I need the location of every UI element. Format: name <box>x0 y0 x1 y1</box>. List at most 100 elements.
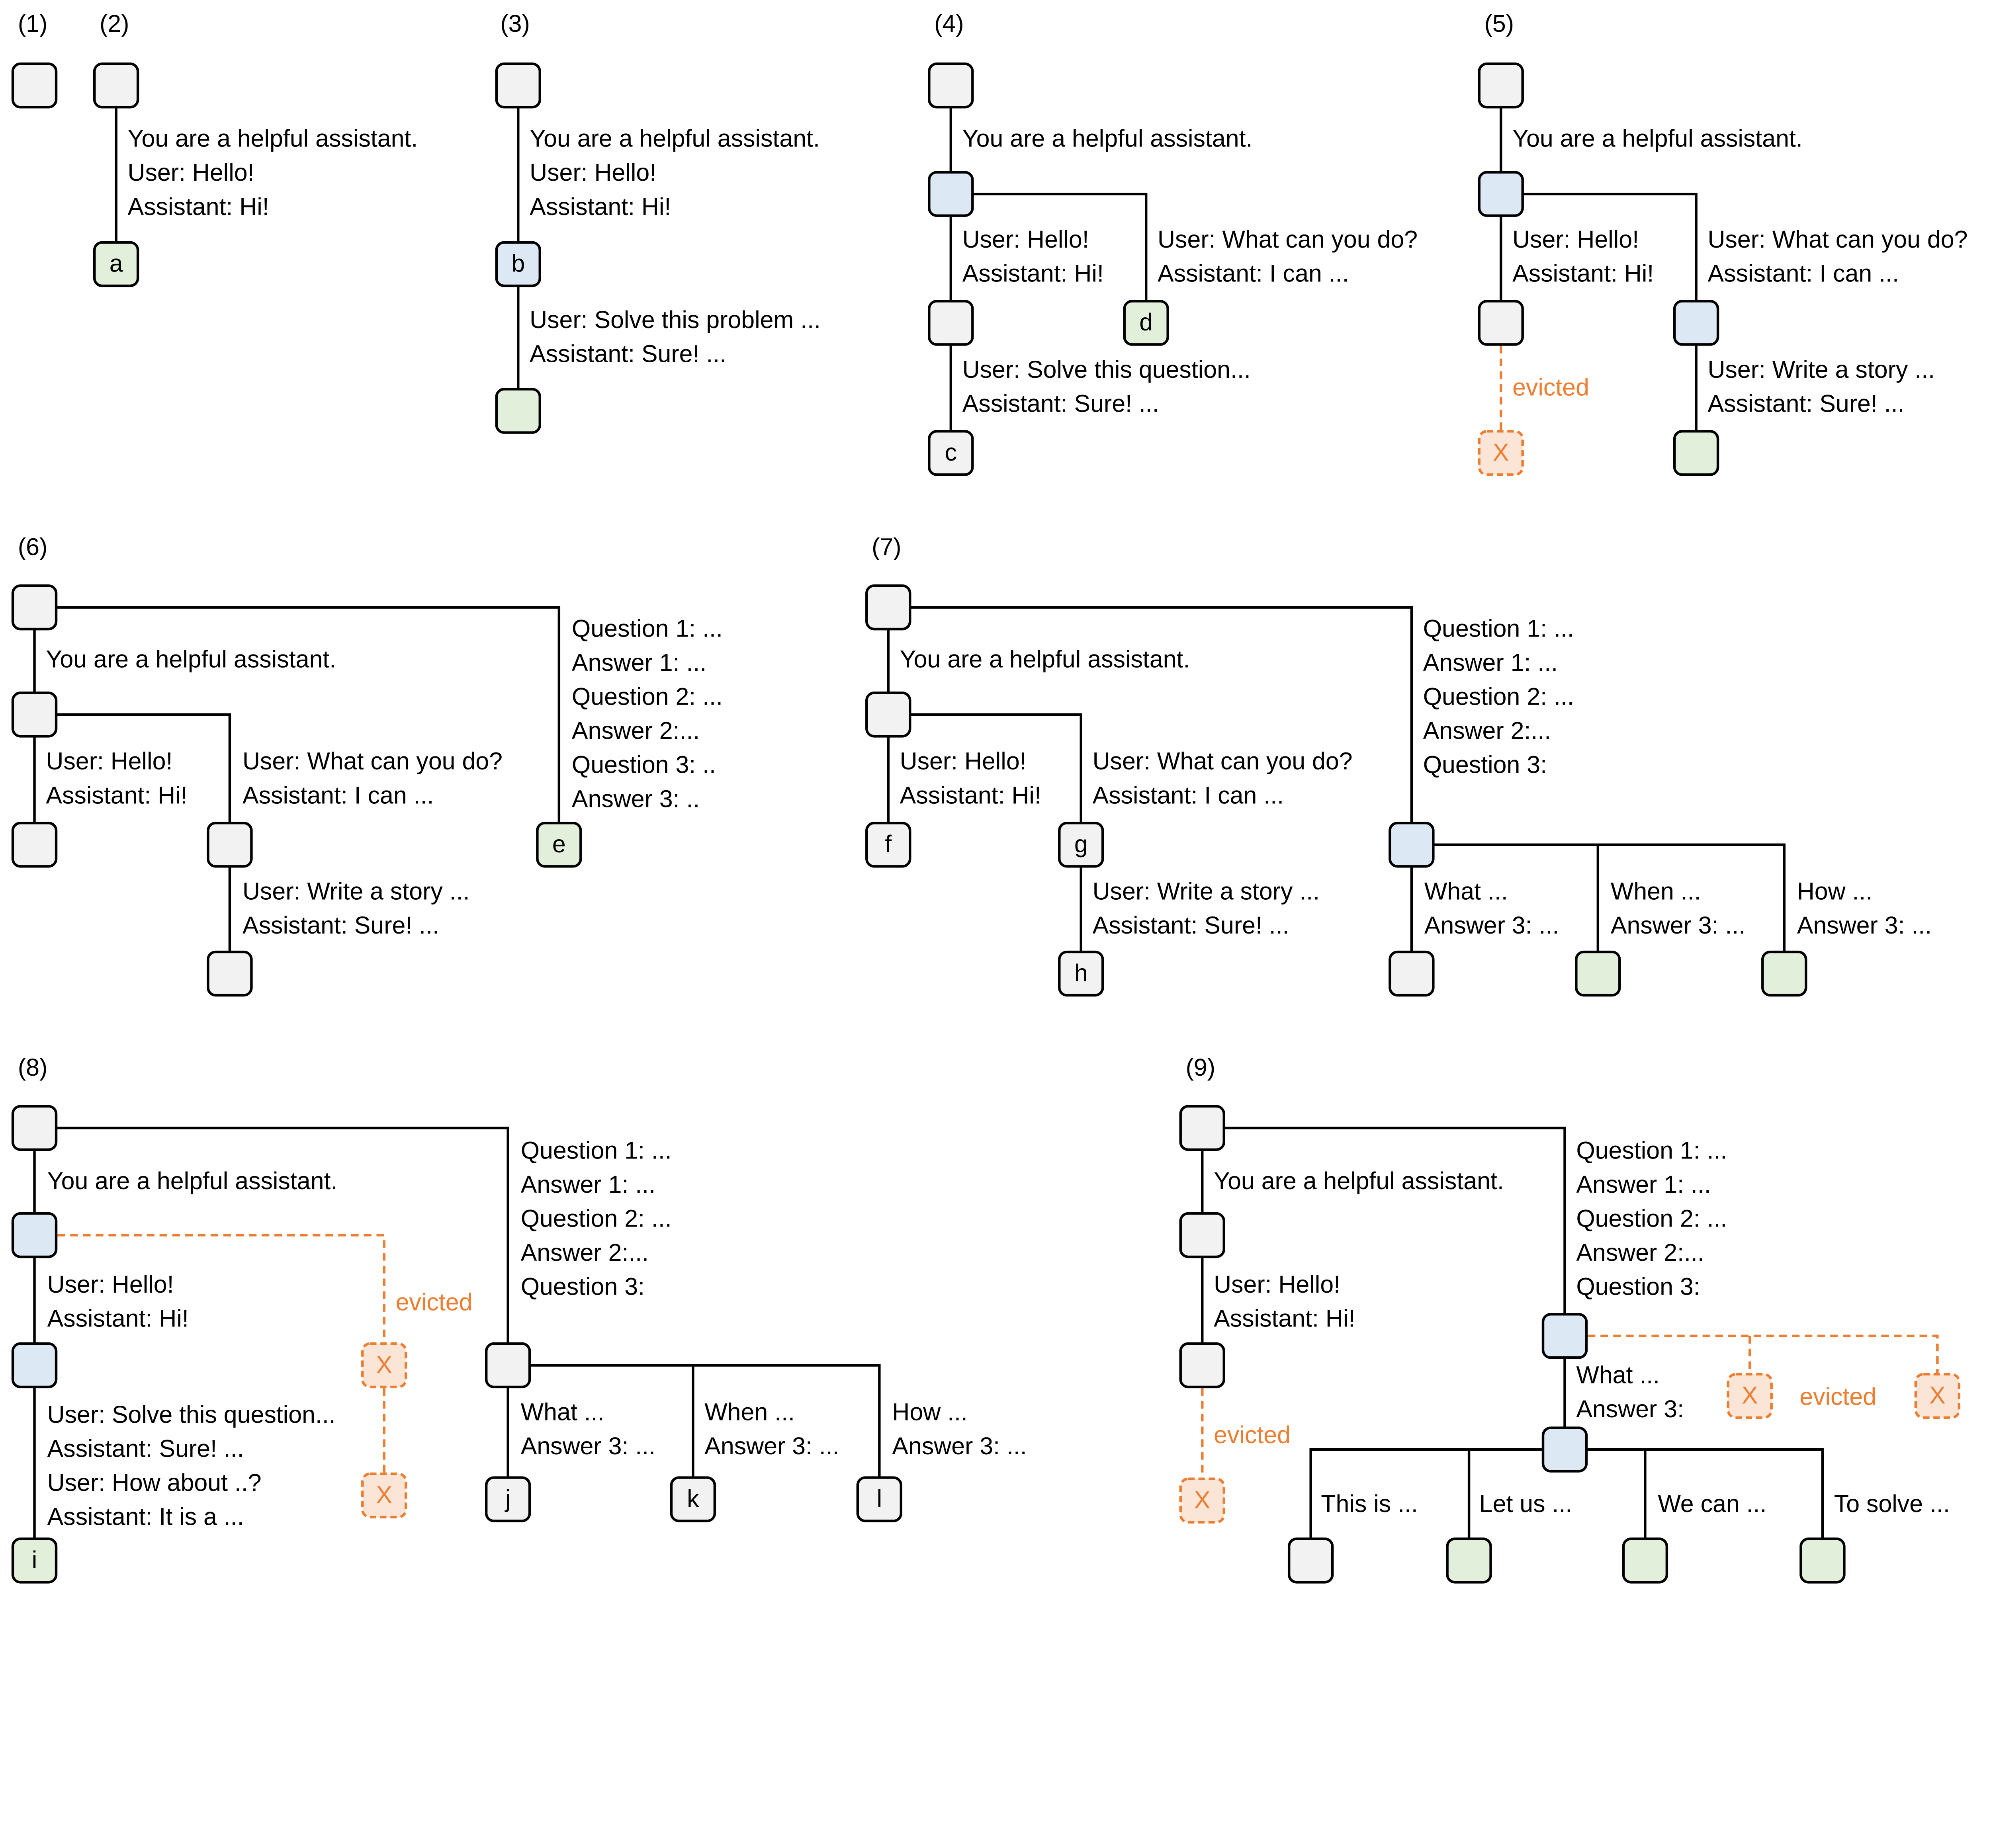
edge-text-block: You are a helpful assistant. <box>47 1167 338 1194</box>
tree-node <box>1761 950 1807 997</box>
edge-text-line: Question 2: ... <box>521 1205 672 1232</box>
node-box <box>11 1537 58 1584</box>
edge-text-line: User: Solve this question... <box>47 1401 336 1428</box>
node-box <box>1541 1426 1588 1473</box>
node-label: f <box>885 830 892 858</box>
edge-text-line: Assistant: Hi! <box>1512 260 1654 287</box>
edge-text-line: Answer 1: ... <box>521 1171 655 1198</box>
edge-text-block: You are a helpful assistant. <box>1214 1167 1504 1194</box>
edge-text-line: Answer 1: ... <box>572 649 706 676</box>
edge-text-line: User: Hello! <box>962 226 1089 253</box>
edge-text-line: Question 1: ... <box>1423 615 1574 642</box>
tree-node <box>495 388 541 434</box>
edge-text-block: User: Write a story ...Assistant: Sure! … <box>1707 356 1935 417</box>
edge-text-line: Let us ... <box>1479 1490 1572 1517</box>
edge-text-line: Answer 2:... <box>521 1239 649 1266</box>
edge-text-line: Assistant: Hi! <box>46 781 187 809</box>
node-box <box>928 300 974 346</box>
edge-text-line: Answer 3: ... <box>1797 912 1932 939</box>
edge-text-line: Answer 2:... <box>1423 717 1551 744</box>
panel-label: (5) <box>1484 10 1514 37</box>
node-label: d <box>1139 309 1153 336</box>
edge-text-line: Question 2: ... <box>1423 683 1574 710</box>
edge-text-line: User: Solve this question... <box>962 356 1251 383</box>
edge-text-line: Assistant: Sure! ... <box>1093 912 1289 939</box>
edge-text-block: User: Solve this question...Assistant: S… <box>962 356 1251 417</box>
edge-text-line: User: Hello! <box>1214 1271 1340 1298</box>
tree-node <box>1287 1537 1334 1584</box>
edge-text-block: You are a helpful assistant. <box>962 125 1253 152</box>
edge-text-line: Answer 1: ... <box>1576 1171 1711 1198</box>
edge-text-line: Assistant: Hi! <box>47 1305 189 1332</box>
node-box <box>1179 1477 1225 1524</box>
tree-node: f <box>865 822 911 868</box>
tree-node <box>1179 1105 1225 1151</box>
edge-text-line: You are a helpful assistant. <box>962 125 1253 152</box>
tree-node <box>1179 1342 1225 1389</box>
tree-node <box>11 1212 58 1258</box>
edge-text-line: You are a helpful assistant. <box>47 1167 338 1194</box>
panel-label: (8) <box>18 1054 47 1081</box>
edge-text-line: Answer 3: <box>1576 1395 1684 1422</box>
evicted-node: X <box>361 1472 407 1519</box>
edge-text-line: Question 2: ... <box>572 683 723 710</box>
edge-text-line: Question 1: ... <box>572 615 723 642</box>
node-box <box>1727 1373 1773 1419</box>
tree-node <box>485 1342 531 1389</box>
node-label: X <box>1929 1382 1946 1409</box>
node-box <box>485 1476 531 1522</box>
tree-edge <box>508 1364 881 1500</box>
panel-label: (6) <box>18 533 47 560</box>
edge-text-block: User: Hello! Assistant: Hi! <box>46 748 187 809</box>
edge-text-line: User: Hello! <box>900 748 1027 775</box>
tree-edge <box>34 713 231 974</box>
node-label: i <box>32 1546 37 1573</box>
tree-node <box>1179 1212 1225 1258</box>
tree-edge <box>951 192 1148 323</box>
node-label: X <box>1742 1382 1758 1409</box>
edge-text-line: This is ... <box>1321 1490 1418 1517</box>
tree-node <box>928 171 974 217</box>
node-box <box>93 241 139 287</box>
edge-text-line: User: Solve this problem ... <box>530 306 821 333</box>
node-box <box>11 1212 58 1258</box>
edge-text-line: Answer 1: ... <box>1423 649 1558 676</box>
edge-text-block: Question 1: ... Answer 1: ... Question 2: … <box>572 615 723 812</box>
node-box <box>11 1342 58 1389</box>
edge-text-block: User: What can you do?Assistant: I can .… <box>243 748 503 809</box>
tree-edge <box>1501 192 1698 453</box>
node-box <box>928 430 974 476</box>
evicted-label: evicted <box>1214 1421 1291 1448</box>
edge-text-line: User: Hello! <box>46 748 172 775</box>
node-label: X <box>376 1481 392 1508</box>
node-box <box>93 63 139 109</box>
edge-text-line: Question 3: <box>1423 751 1547 778</box>
edge-text-line: Assistant: Hi! <box>128 193 269 220</box>
edge-text-block: You are a helpful assistant. <box>1512 125 1803 152</box>
evicted-node: X <box>1478 430 1524 476</box>
edge-text-line: User: Hello! <box>47 1271 174 1298</box>
tree-node <box>1478 63 1524 109</box>
tree-node <box>207 822 253 868</box>
edge-text-line: Question 3: <box>521 1273 645 1300</box>
edge-text-line: Assistant: I can ... <box>1707 260 1899 287</box>
tree-node: b <box>495 241 541 287</box>
edge-text-block: User: Solve this question...Assistant: S… <box>47 1401 336 1530</box>
node-box <box>1179 1342 1225 1389</box>
edge-text-block: We can ... <box>1658 1490 1766 1517</box>
node-box <box>1287 1537 1334 1584</box>
edge-text-line: Question 3: <box>1576 1273 1700 1300</box>
tree-node <box>1389 822 1435 868</box>
node-box <box>1389 950 1435 997</box>
tree-node: h <box>1058 950 1104 997</box>
tree-node <box>1673 430 1719 476</box>
node-box <box>11 692 58 738</box>
edge-text-block: User: Write a story ...Assistant: Sure! … <box>1093 878 1320 939</box>
node-box <box>1761 950 1807 997</box>
tree-node: g <box>1058 822 1104 868</box>
tree-node <box>1446 1537 1492 1584</box>
evicted-node: X <box>1179 1477 1225 1524</box>
